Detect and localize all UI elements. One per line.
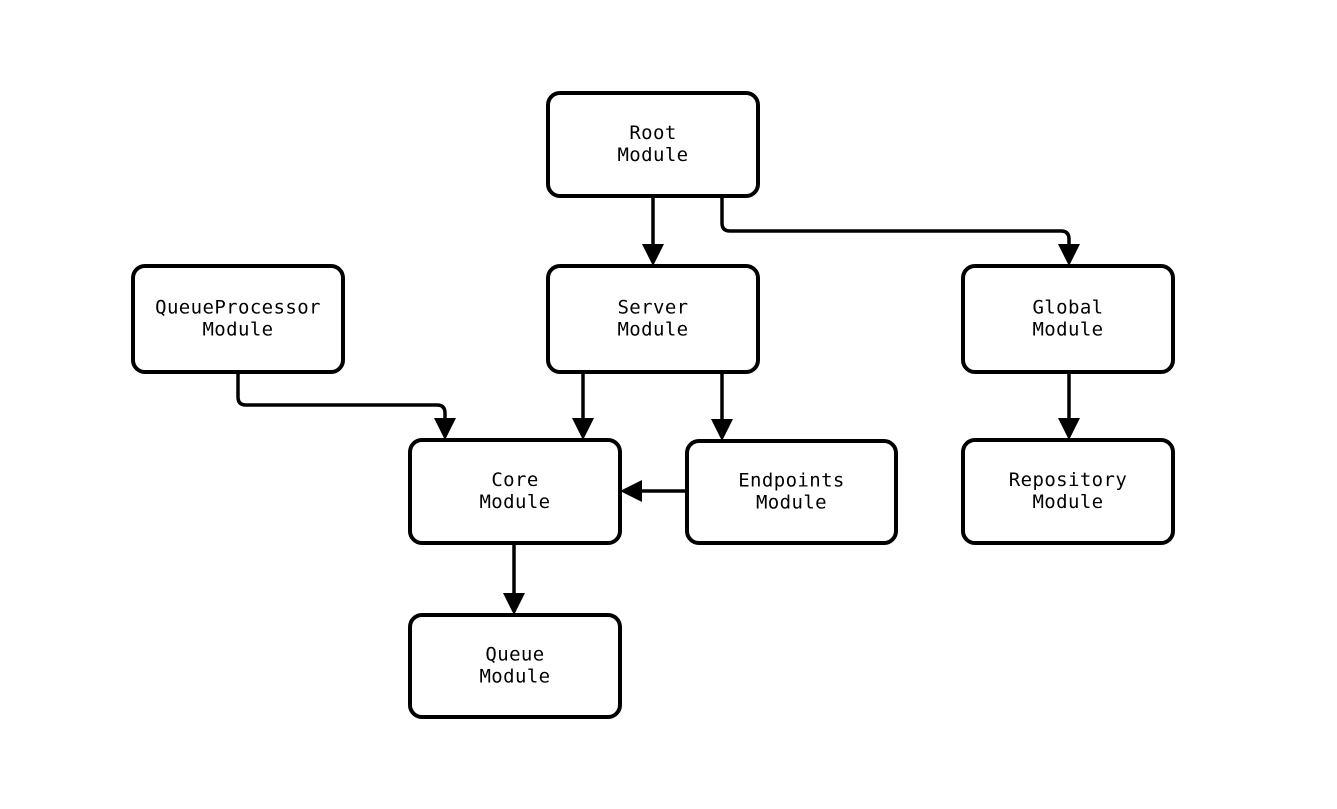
edge-server-to-core [572, 372, 594, 440]
arrowhead-icon [503, 593, 525, 615]
edge-root-to-global [720, 196, 1080, 266]
node-label-name: Repository [1009, 469, 1127, 491]
node-label-name: Endpoints [738, 470, 845, 492]
arrowhead-icon [620, 480, 642, 502]
edge-line [720, 196, 1071, 252]
edge-server-to-endpoints [711, 372, 733, 441]
node-box[interactable] [408, 438, 622, 545]
arrowhead-icon [1058, 244, 1080, 266]
node-label-name: Core [491, 469, 538, 491]
edge-queueprocessor-to-core [236, 372, 456, 440]
node-box[interactable] [546, 264, 760, 374]
edge-global-to-repository [1058, 372, 1080, 440]
node-label-suffix: Module [1032, 319, 1103, 341]
node-label-suffix: Module [479, 491, 550, 513]
node-box[interactable] [546, 91, 760, 198]
node-label-name: Server [617, 297, 688, 319]
node-box[interactable] [131, 264, 345, 374]
nodes-layer: RootModuleQueueProcessorModuleServerModu… [131, 91, 1175, 719]
edge-root-to-server [642, 196, 664, 266]
node-label-suffix: Module [756, 492, 827, 514]
edges-layer [236, 196, 1080, 615]
node-label-suffix: Module [479, 666, 550, 688]
node-box[interactable] [961, 264, 1175, 374]
arrowhead-icon [711, 419, 733, 441]
arrowhead-icon [642, 244, 664, 266]
node-label-name: QueueProcessor [155, 297, 321, 319]
node-label-suffix: Module [202, 319, 273, 341]
node-label-name: Global [1032, 297, 1103, 319]
node-label-suffix: Module [617, 144, 688, 166]
arrowhead-icon [1058, 418, 1080, 440]
edge-core-to-queue [503, 543, 525, 615]
node-label-suffix: Module [617, 319, 688, 341]
node-box[interactable] [685, 439, 898, 545]
node-box[interactable] [961, 438, 1175, 545]
node-label-name: Root [629, 122, 676, 144]
edge-endpoints-to-core [620, 480, 687, 502]
arrowhead-icon [434, 418, 456, 440]
edge-line [236, 372, 447, 426]
node-label-name: Queue [485, 644, 544, 666]
node-label-suffix: Module [1032, 491, 1103, 513]
arrowhead-icon [572, 418, 594, 440]
node-box[interactable] [408, 613, 622, 719]
